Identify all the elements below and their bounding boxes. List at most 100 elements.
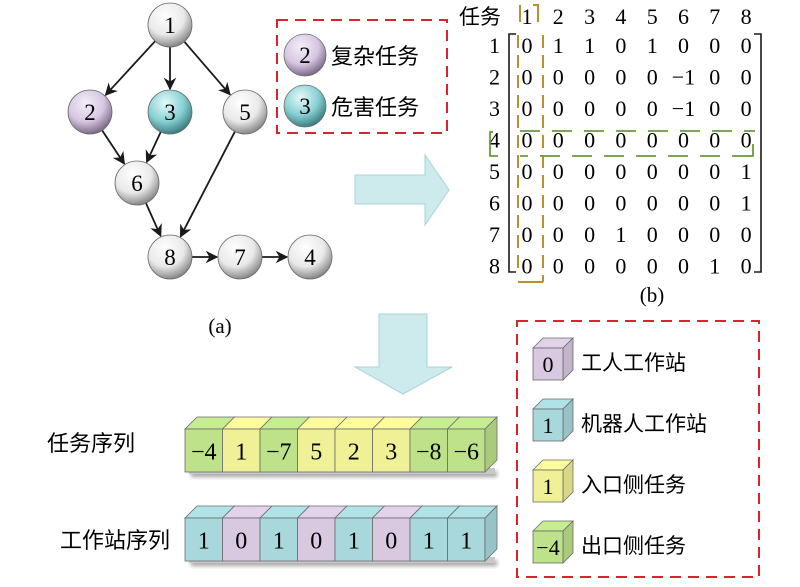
matrix-caption: (b) — [640, 283, 665, 307]
matrix-cell: 0 — [647, 254, 658, 279]
matrix-cell: 0 — [522, 159, 533, 184]
matrix-cell: 0 — [584, 191, 595, 216]
edge-5-8 — [179, 131, 236, 238]
matrix-cell: 0 — [522, 191, 533, 216]
node-circle — [147, 234, 193, 280]
sequence-cube: 1 — [409, 505, 461, 562]
cube-value: 5 — [310, 440, 322, 466]
matrix-row-header: 2 — [489, 65, 500, 90]
matrix-cell: 0 — [615, 65, 626, 90]
matrix-cell: 0 — [647, 159, 658, 184]
matrix-cell: 0 — [647, 128, 658, 153]
cube-legend-label: 出口侧任务 — [581, 534, 686, 558]
cube-legend-label: 机器人工作站 — [581, 412, 707, 436]
task-sequence-label: 任务序列 — [47, 432, 135, 457]
sequence-cube: −8 — [409, 416, 461, 473]
matrix-cell: 0 — [584, 254, 595, 279]
matrix-cell: 0 — [741, 65, 752, 90]
matrix-cell: 0 — [741, 96, 752, 121]
matrix-cell: 0 — [615, 159, 626, 184]
cube-value: 1 — [198, 529, 210, 555]
station-sequence-label: 工作站序列 — [60, 529, 170, 554]
matrix-cell: 1 — [553, 33, 564, 58]
matrix-row-header: 6 — [489, 191, 500, 216]
task-node-7: 7 — [217, 234, 263, 280]
matrix-cell: 1 — [709, 254, 720, 279]
cube-value: 0 — [310, 529, 322, 555]
task-node-6: 6 — [114, 160, 160, 206]
entry-cube-swatch — [532, 469, 564, 503]
cube-value: 1 — [273, 529, 285, 555]
task-node-1: 1 — [147, 2, 193, 48]
cube-value: 0 — [385, 529, 397, 555]
matrix-cell: 0 — [741, 222, 752, 247]
sequence-cube: 5 — [296, 416, 348, 473]
sequence-cube: 1 — [184, 505, 236, 562]
sequence-cube: 1 — [221, 416, 273, 473]
node-label: 2 — [84, 100, 96, 125]
matrix-row-header: 7 — [489, 222, 500, 247]
matrix-cell: 0 — [678, 33, 689, 58]
matrix-right-bracket — [754, 33, 762, 273]
matrix-cell: 0 — [553, 159, 564, 184]
cube-value: −6 — [453, 440, 479, 466]
cube-value: −7 — [266, 440, 292, 466]
node-circle — [114, 160, 160, 206]
node-circle — [287, 234, 333, 280]
matrix-cell: 0 — [678, 254, 689, 279]
node-label: 3 — [164, 100, 176, 125]
hazard-node-swatch — [283, 84, 327, 128]
node-circle — [147, 89, 193, 135]
sequence-cube: 3 — [371, 416, 423, 473]
cube-value: 1 — [348, 529, 360, 555]
swatch-label: 2 — [299, 43, 311, 68]
sequence-cube: 0 — [296, 505, 348, 562]
matrix-cell: 1 — [615, 222, 626, 247]
matrix-cell: 0 — [522, 96, 533, 121]
matrix-cell: 0 — [647, 65, 658, 90]
robot-cube-swatch — [532, 408, 564, 442]
matrix-row-header: 8 — [489, 254, 500, 279]
sequence-cube: 0 — [221, 505, 273, 562]
matrix-cell: 0 — [522, 65, 533, 90]
matrix-col-header: 3 — [584, 4, 595, 29]
matrix-cell: 1 — [741, 191, 752, 216]
node-circle — [217, 234, 263, 280]
cube-value: −4 — [191, 440, 217, 466]
task-node-5: 5 — [222, 89, 268, 135]
matrix-cell: 0 — [553, 96, 564, 121]
matrix-cell: 0 — [647, 191, 658, 216]
edge-2-6 — [101, 129, 126, 165]
matrix-col-header: 2 — [553, 4, 564, 29]
matrix-cell: 0 — [709, 191, 720, 216]
task-node-2: 2 — [67, 89, 113, 135]
matrix-cell: −1 — [672, 96, 695, 121]
sequence-end-face — [484, 416, 498, 473]
matrix-cell: 0 — [553, 222, 564, 247]
matrix-cell: 0 — [553, 254, 564, 279]
sequence-cube: −6 — [446, 416, 498, 473]
matrix-row-header: 5 — [489, 159, 500, 184]
matrix-cell: 0 — [709, 96, 720, 121]
matrix-cell: 0 — [522, 128, 533, 153]
matrix-cell: 0 — [741, 128, 752, 153]
matrix-cell: 0 — [678, 222, 689, 247]
task-node-4: 4 — [287, 234, 333, 280]
matrix-cell: 0 — [553, 191, 564, 216]
swatch-label: 3 — [299, 94, 311, 119]
edge-3-6 — [145, 131, 162, 164]
graph-caption: (a) — [208, 314, 231, 338]
matrix-cell: 0 — [709, 222, 720, 247]
matrix-cell: 0 — [709, 128, 720, 153]
matrix-row-header: 3 — [489, 96, 500, 121]
matrix-row-header: 1 — [489, 33, 500, 58]
